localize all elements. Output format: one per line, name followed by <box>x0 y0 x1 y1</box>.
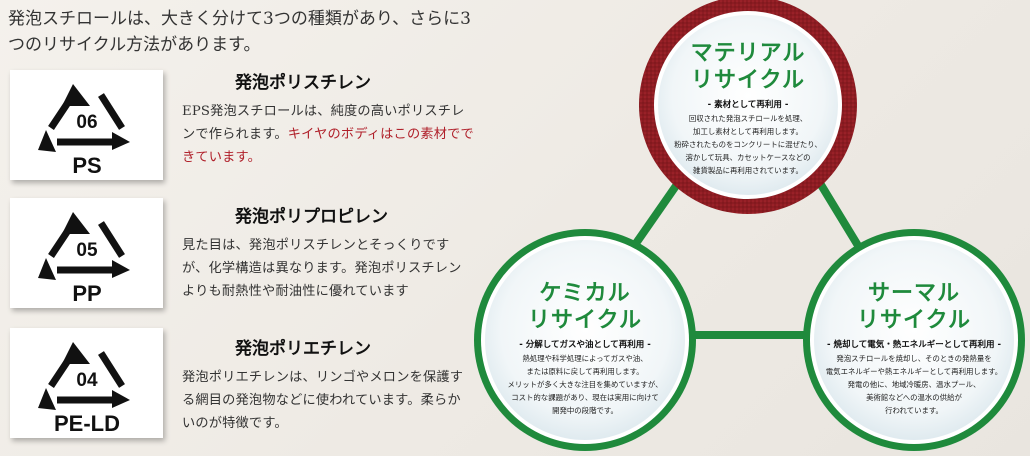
material-desc: 回収された発泡スチロールを処理、 加工し素材として再利用します。 粉砕されたもの… <box>674 114 822 175</box>
recycling-diagram: マテリアル リサイクル - 素材として再利用 - 回収された発泡スチロールを処理… <box>472 0 1030 456</box>
chemical-circle-inner <box>485 240 685 440</box>
product-title-ps: 発泡ポリスチレン <box>235 73 371 93</box>
recycle-symbol-icon: 06 PS <box>38 84 130 178</box>
recycle-symbol-icon: 04 PE-LD <box>38 342 130 436</box>
product-desc-ps: EPS発泡スチロールは、純度の高いポリスチレンで作られます。キイヤのボディはこの… <box>182 104 474 165</box>
recycle-symbol-peld-card: 04 PE-LD <box>10 328 163 438</box>
resin-code: 06 <box>76 112 97 133</box>
intro-text: 発泡スチロールは、大きく分けて3つの種類があり、さらに3つのリサイクル方法があり… <box>8 9 471 55</box>
recycle-symbol-ps-card: 06 PS <box>10 70 163 180</box>
recycle-symbol-pp-card: 05 PP <box>10 198 163 308</box>
resin-abbr: PS <box>72 153 101 178</box>
resin-code: 04 <box>76 370 98 391</box>
recycle-symbol-icon: 05 PP <box>38 212 130 306</box>
thermal-subtitle: - 焼却して電気・熱エネルギーとして再利用 - <box>827 340 1001 350</box>
thermal-circle-inner <box>814 240 1014 440</box>
recycling-diagram-graphic <box>474 0 1025 451</box>
thermal-title-line1: サーマル <box>867 281 960 306</box>
chemical-subtitle: - 分解してガスや油として再利用 - <box>519 340 651 350</box>
resin-abbr: PE-LD <box>54 411 120 436</box>
thermal-title-line2: リサイクル <box>857 308 971 333</box>
material-recycle: マテリアル リサイクル - 素材として再利用 - 回収された発泡スチロールを処理… <box>638 40 858 177</box>
chemical-title-line1: ケミカル <box>539 281 631 306</box>
chemical-desc: 熱処理や科学処理によってガスや油、 または原料に戻して再利用します。 メリットが… <box>507 354 663 415</box>
product-desc-pp: 見た目は、発泡ポリスチレンとそっくりですが、化学構造は異なります。発泡ポリスチレ… <box>182 238 462 299</box>
material-circle-inner <box>658 15 838 195</box>
thermal-desc: 発泡スチロールを焼却し、そのときの発熱量を 電気エネルギーや熱エネルギーとして再… <box>825 354 1003 415</box>
material-title-line1: マテリアル <box>690 41 806 66</box>
chemical-title-line2: リサイクル <box>528 308 642 333</box>
material-subtitle: - 素材として再利用 - <box>707 100 789 110</box>
chemical-recycle: ケミカル リサイクル - 分解してガスや油として再利用 - 熱処理や科学処理によ… <box>465 280 705 417</box>
product-title-pp: 発泡ポリプロピレン <box>235 207 388 227</box>
resin-code: 05 <box>76 240 98 261</box>
resin-abbr: PP <box>72 281 101 306</box>
material-title-line2: リサイクル <box>691 68 805 93</box>
product-desc-peld: 発泡ポリエチレンは、リンゴやメロンを保護する網目の発泡物などに使われています。柔… <box>182 370 464 431</box>
thermal-recycle: サーマル リサイクル - 焼却して電気・熱エネルギーとして再利用 - 発泡スチロ… <box>794 280 1030 417</box>
product-title-peld: 発泡ポリエチレン <box>235 339 371 359</box>
highlight-text: キイヤのボディはこの素材でできています。 <box>182 127 474 165</box>
